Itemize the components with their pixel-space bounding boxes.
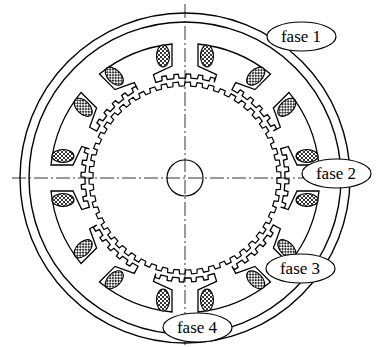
coil-winding	[296, 150, 318, 163]
ellipse-outline	[266, 254, 335, 283]
phase-label: fase 2	[301, 158, 372, 189]
phase-name: fase 1	[266, 21, 337, 46]
coil-winding	[157, 45, 170, 67]
coil-winding	[243, 64, 268, 89]
coil-winding	[157, 289, 170, 311]
coil-winding	[71, 95, 96, 120]
coil-winding	[296, 194, 318, 207]
coil-winding	[52, 150, 74, 163]
ellipse-outline	[267, 22, 336, 51]
coil-winding	[201, 45, 214, 67]
phase-label: fase 4	[162, 312, 233, 343]
coil-winding	[102, 267, 127, 292]
ellipse-outline	[163, 313, 232, 342]
coil-winding	[71, 236, 96, 261]
ellipse-outline	[302, 159, 371, 188]
phase-label: fase 1	[266, 21, 337, 52]
phase-label: fase 3	[265, 253, 336, 284]
phase-name: fase 2	[301, 158, 372, 183]
center-line	[185, 4, 186, 345]
coil-winding	[243, 267, 268, 292]
phase-name: fase 3	[265, 253, 336, 278]
phase-name: fase 4	[162, 312, 233, 337]
coil-winding	[52, 194, 74, 207]
coil-winding	[102, 64, 127, 89]
coil-winding	[274, 95, 299, 120]
coil-winding	[201, 289, 214, 311]
